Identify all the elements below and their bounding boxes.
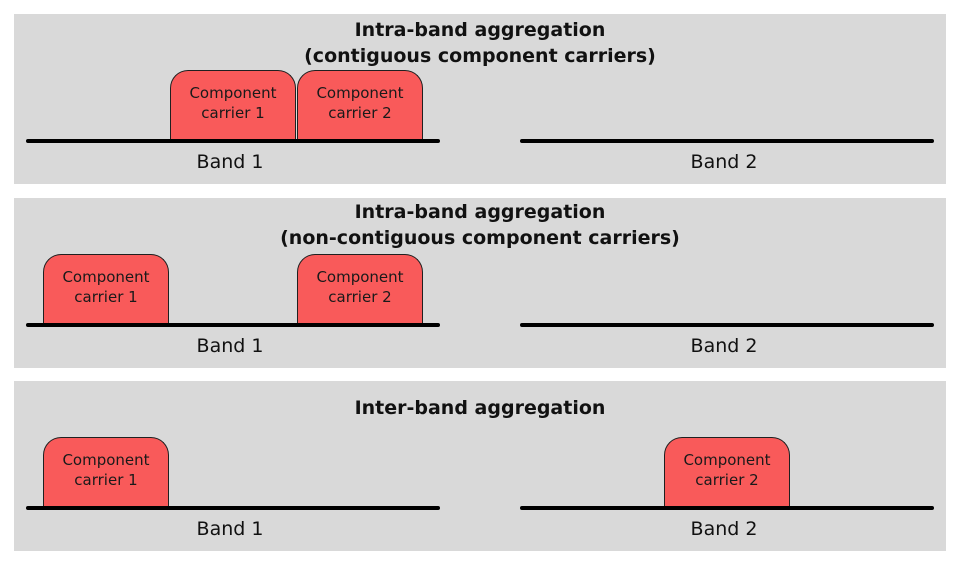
band-1-line — [26, 506, 440, 510]
component-carrier-2: Component carrier 2 — [297, 254, 423, 324]
carrier-label-line: Component — [683, 450, 771, 469]
carrier-label-line: Component — [316, 83, 404, 102]
panel-title: Intra-band aggregation (non-contiguous c… — [14, 199, 946, 251]
component-carrier-1: Component carrier 1 — [170, 70, 296, 140]
carrier-label-line: Component — [62, 450, 150, 469]
panel-title-line: Intra-band aggregation — [354, 201, 606, 223]
panel-title-line: Inter-band aggregation — [354, 397, 606, 419]
panel-intra-band-contiguous: Intra-band aggregation (contiguous compo… — [14, 14, 946, 184]
carrier-label-line: carrier 1 — [74, 470, 138, 489]
panel-title-line: Intra-band aggregation — [354, 19, 606, 41]
band-1-label: Band 1 — [196, 518, 264, 540]
band-2-label: Band 2 — [690, 335, 758, 357]
band-2-line — [520, 139, 934, 143]
panel-title: Intra-band aggregation (contiguous compo… — [14, 17, 946, 69]
component-carrier-2: Component carrier 2 — [664, 437, 790, 507]
band-1-line — [26, 139, 440, 143]
band-1-label: Band 1 — [196, 335, 264, 357]
band-1-label: Band 1 — [196, 151, 264, 173]
carrier-label-line: carrier 1 — [201, 103, 265, 122]
panel-inter-band: Inter-band aggregation Component carrier… — [14, 381, 946, 551]
panel-intra-band-non-contiguous: Intra-band aggregation (non-contiguous c… — [14, 198, 946, 368]
carrier-label-line: Component — [316, 267, 404, 286]
component-carrier-1: Component carrier 1 — [43, 254, 169, 324]
carrier-label-line: Component — [62, 267, 150, 286]
carrier-label-line: carrier 2 — [328, 103, 392, 122]
band-2-label: Band 2 — [690, 518, 758, 540]
carrier-label-line: carrier 2 — [328, 287, 392, 306]
panel-title: Inter-band aggregation — [14, 395, 946, 421]
carrier-label-line: carrier 1 — [74, 287, 138, 306]
band-2-line — [520, 323, 934, 327]
panel-title-line: (non-contiguous component carriers) — [280, 227, 680, 249]
component-carrier-1: Component carrier 1 — [43, 437, 169, 507]
carrier-label-line: carrier 2 — [695, 470, 759, 489]
carrier-label-line: Component — [189, 83, 277, 102]
band-1-line — [26, 323, 440, 327]
panel-title-line: (contiguous component carriers) — [304, 45, 656, 67]
band-2-line — [520, 506, 934, 510]
component-carrier-2: Component carrier 2 — [297, 70, 423, 140]
band-2-label: Band 2 — [690, 151, 758, 173]
